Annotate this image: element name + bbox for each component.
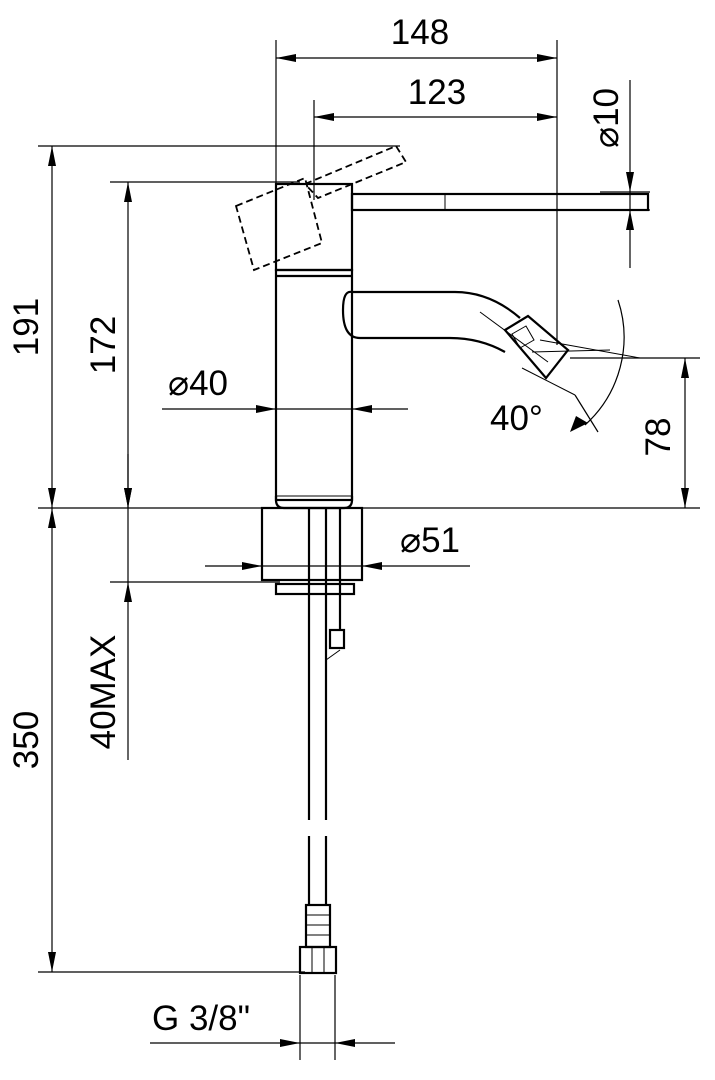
dim-line-191 (48, 146, 56, 508)
faucet-body (234, 144, 650, 510)
label-d10: ⌀10 (587, 88, 626, 148)
label-191: 191 (7, 298, 46, 356)
label-148: 148 (391, 13, 449, 52)
label-123: 123 (408, 73, 466, 112)
label-172: 172 (84, 316, 123, 374)
dim-line-d51 (205, 562, 470, 570)
label-78: 78 (639, 418, 678, 457)
faucet-spout (341, 290, 641, 396)
label-d40: ⌀40 (168, 364, 228, 403)
dim-line-123 (314, 113, 557, 121)
label-350: 350 (7, 711, 46, 769)
dim-line-78 (681, 358, 689, 508)
faucet-base (260, 506, 364, 975)
dim-line-148 (276, 54, 557, 62)
dim-line-thread (150, 1039, 395, 1047)
label-40deg: 40° (490, 399, 543, 438)
label-thread: G 3/8" (152, 999, 250, 1038)
dim-line-350 (48, 508, 56, 972)
label-40max: 40MAX (84, 635, 123, 750)
dim-line-40max (124, 454, 132, 760)
dim-line-d40 (162, 405, 408, 413)
label-d51: ⌀51 (400, 521, 460, 560)
dim-line-d10 (600, 80, 650, 268)
dim-arc-40deg (570, 299, 625, 433)
